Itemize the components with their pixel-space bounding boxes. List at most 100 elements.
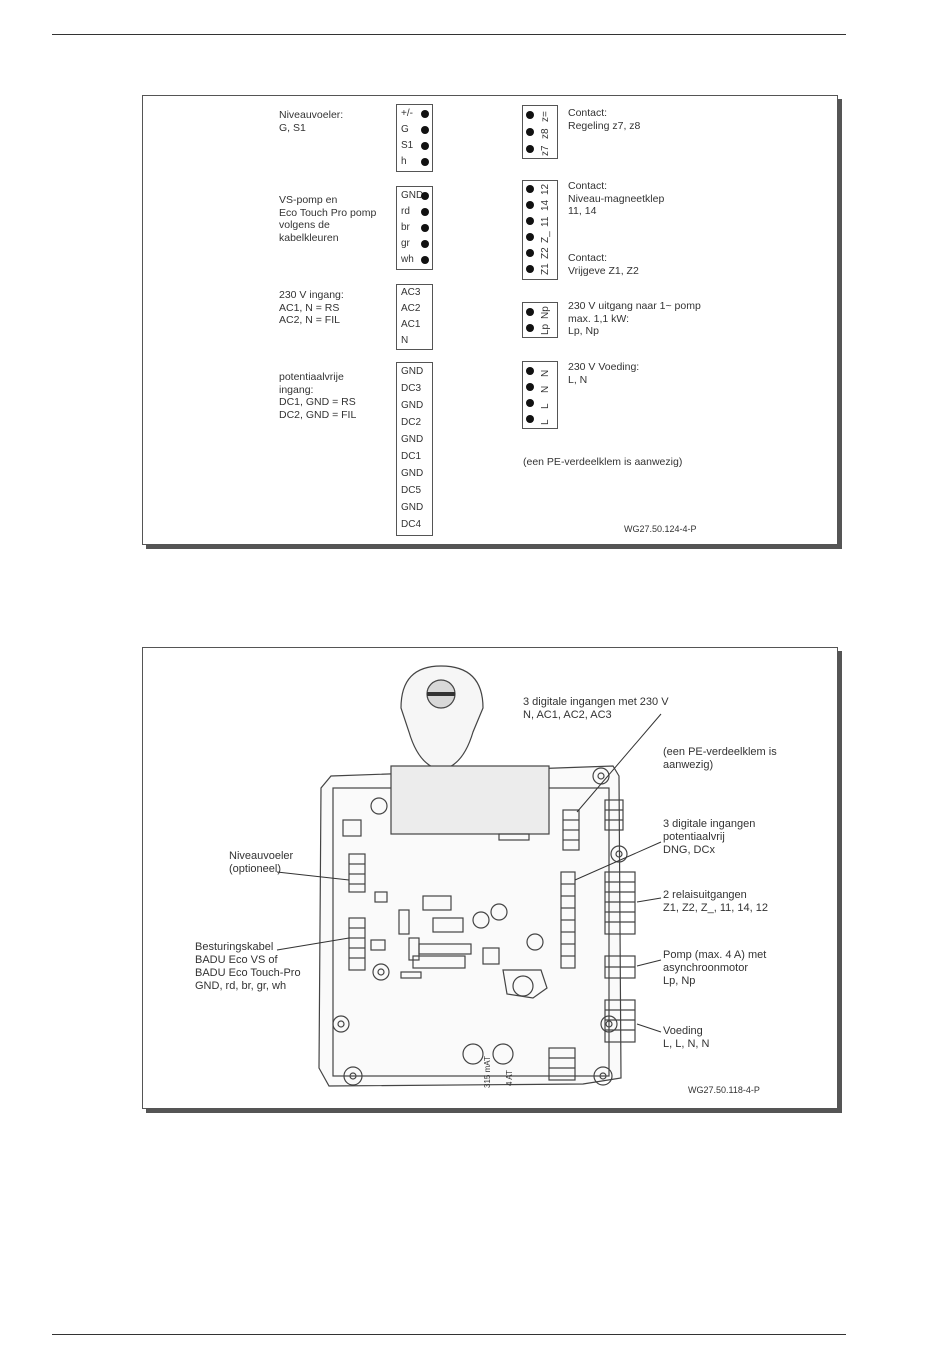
terminal-label: GND <box>401 400 424 411</box>
display-icon <box>390 765 550 835</box>
label-contact-z7-z8: Contact: Regeling z7, z8 <box>568 107 641 132</box>
terminal-dot-icon <box>526 145 534 153</box>
terminal-dot-icon <box>526 265 534 273</box>
terminal-dot-icon <box>526 217 534 225</box>
fuse-icon <box>492 1043 514 1065</box>
label-230v-input: 230 V ingang: AC1, N = RS AC2, N = FIL <box>279 289 344 326</box>
callout-ac-inputs: 3 digitale ingangen met 230 V N, AC1, AC… <box>523 696 669 721</box>
terminal-dot-icon <box>421 158 429 166</box>
terminal-block-potential-free-input: GND DC3 GND DC2 GND DC1 GND DC5 GND DC4 <box>396 362 433 536</box>
callout-level-sensor: Niveauvoeler (optioneel) <box>229 850 294 875</box>
terminal-label: S1 <box>401 140 414 151</box>
fuse-label: 4 AT <box>505 1070 514 1086</box>
relay-connector-icon <box>604 871 636 935</box>
terminal-row: DC2 <box>397 415 432 431</box>
terminal-label: 11 <box>540 216 551 227</box>
terminal-dot-icon <box>526 415 534 423</box>
terminal-block-vs-pump: GND rd br gr wh <box>396 186 433 270</box>
terminal-dot-icon <box>421 208 429 216</box>
level-sensor-connector-icon <box>348 853 366 893</box>
terminal-label: AC3 <box>401 287 421 298</box>
terminal-label: L <box>540 403 551 409</box>
terminal-label: rd <box>401 206 410 217</box>
terminal-dot-icon <box>526 367 534 375</box>
callout-power: Voeding L, L, N, N <box>663 1025 710 1050</box>
terminal-label: GND <box>401 434 424 445</box>
terminal-block-pump-output: Np Lp <box>522 302 558 338</box>
label-vs-pump: VS-pomp en Eco Touch Pro pomp volgens de… <box>279 194 377 244</box>
terminal-label: 14 <box>540 199 551 211</box>
terminal-row: DC3 <box>397 381 432 397</box>
terminal-block-z7-z8: z= z8 z7 <box>522 105 558 159</box>
terminal-dot-icon <box>526 249 534 257</box>
terminal-label: AC1 <box>401 319 421 330</box>
terminal-label: Z_ <box>540 231 551 243</box>
terminal-row: AC3 <box>397 285 432 301</box>
label-230v-supply: 230 V Voeding: L, N <box>568 361 640 386</box>
label-potential-free-input: potentiaalvrije ingang: DC1, GND = RS DC… <box>279 371 357 421</box>
terminal-label: Lp <box>540 323 551 335</box>
terminal-label: DC2 <box>401 417 422 428</box>
pe-note: (een PE-verdeelklem is aanwezig) <box>523 456 683 468</box>
terminal-dot-icon <box>421 110 429 118</box>
terminal-label: L <box>540 419 551 425</box>
label-230v-output: 230 V uitgang naar 1~ pomp max. 1,1 kW: … <box>568 300 701 337</box>
control-cable-connector-icon <box>348 917 366 971</box>
callout-relays: 2 relaisuitgangen Z1, Z2, Z_, 11, 14, 12 <box>663 889 768 914</box>
terminal-dot-icon <box>421 224 429 232</box>
terminal-label: G <box>401 124 409 135</box>
figure-reference: WG27.50.124-4-P <box>624 524 697 534</box>
callout-dc-inputs: 3 digitale ingangen potentiaalvrij DNG, … <box>663 818 756 856</box>
terminal-dot-icon <box>421 240 429 248</box>
terminal-label: br <box>401 222 410 233</box>
terminal-label: z7 <box>540 145 551 156</box>
terminal-dot-icon <box>526 233 534 241</box>
terminal-row: gr <box>397 236 432 252</box>
terminal-row: GND <box>397 500 432 516</box>
terminal-dot-icon <box>526 128 534 136</box>
terminal-dot-icon <box>526 399 534 407</box>
terminal-label: AC2 <box>401 303 421 314</box>
terminal-row: rd <box>397 204 432 220</box>
footer-rule <box>52 1334 846 1335</box>
terminal-label: DC5 <box>401 485 422 496</box>
terminal-label: DC3 <box>401 383 422 394</box>
terminal-row: h <box>397 154 432 170</box>
board-diagram: 3 digitale ingangen met 230 V N, AC1, AC… <box>142 647 838 1109</box>
terminal-row: N <box>397 333 432 349</box>
terminal-label: DC4 <box>401 519 422 530</box>
terminal-label: +/- <box>401 108 413 119</box>
terminal-label: wh <box>401 254 414 265</box>
terminal-label: z8 <box>540 128 551 139</box>
terminal-label: GND <box>401 366 424 377</box>
terminal-dot-icon <box>421 142 429 150</box>
terminal-label: Np <box>540 306 551 319</box>
terminal-label: gr <box>401 238 410 249</box>
leader-lines <box>276 713 662 1033</box>
terminal-row: AC1 <box>397 317 432 333</box>
terminal-label: N <box>401 335 409 346</box>
terminal-block-level-sensor: +/- G S1 h <box>396 104 433 172</box>
terminal-dot-icon <box>421 256 429 264</box>
label-contact-release: Contact: Vrijgeve Z1, Z2 <box>568 252 639 277</box>
label-level-sensor: Niveauvoeler: G, S1 <box>279 109 344 134</box>
bottom-connector-icon <box>548 1047 576 1081</box>
terminal-row: +/- <box>397 106 432 122</box>
terminal-row: AC2 <box>397 301 432 317</box>
callout-pump: Pomp (max. 4 A) met asynchroonmotor Lp, … <box>663 949 767 987</box>
callout-pe-note: (een PE-verdeelklem is aanwezig) <box>663 746 777 771</box>
terminal-block-contacts: 12 14 11 Z_ Z2 Z1 <box>522 180 558 280</box>
board-outline-icon <box>318 765 622 1087</box>
terminal-dot-icon <box>526 111 534 119</box>
terminal-dot-icon <box>526 201 534 209</box>
terminal-dot-icon <box>526 185 534 193</box>
terminal-row: DC4 <box>397 517 432 533</box>
fuse-label: 315 mAT <box>483 1056 492 1088</box>
terminal-row: GND <box>397 364 432 380</box>
terminal-row: GND <box>397 188 432 204</box>
terminal-block-supply: N N L L <box>522 361 558 429</box>
callout-control-cable: Besturingskabel BADU Eco VS of BADU Eco … <box>195 941 301 992</box>
terminal-row: DC1 <box>397 449 432 465</box>
terminal-label: Z1 <box>540 263 551 275</box>
terminal-row: G <box>397 122 432 138</box>
